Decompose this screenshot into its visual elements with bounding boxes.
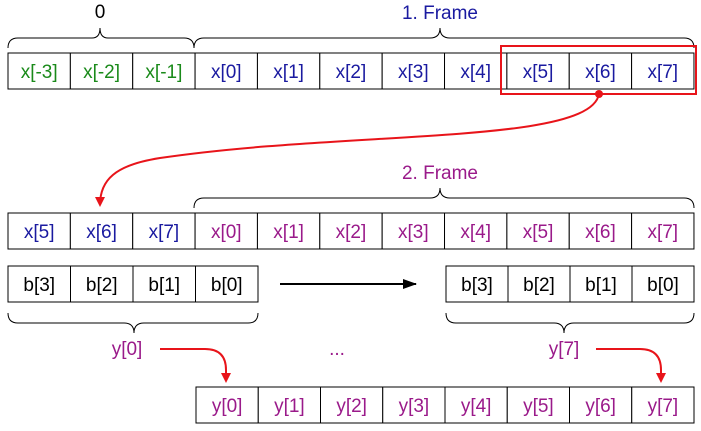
row2-cell-label: x[6] — [86, 222, 117, 243]
label-y7: y[7] — [549, 339, 580, 360]
input-row-frame2: x[5] x[6] x[7] x[0] x[1] x[2] x[3] x[4] x[5] x[6]… — [7, 212, 695, 250]
input-row-frame1: x[-3] x[-2] x[-1] x[0] x[1] x[2] x[3] x[4] x[5] x… — [7, 52, 695, 90]
coef_right-cell-label: b[1] — [585, 275, 617, 296]
row1-cell-box — [132, 52, 196, 90]
row2-cell-label: x[5] — [24, 222, 55, 243]
overlap-copy-arrow — [95, 93, 600, 207]
row2-cell-label: x[2] — [336, 222, 367, 243]
row2-cell-box — [631, 212, 695, 250]
row1-cell-box — [69, 52, 134, 90]
row2-cell-box — [7, 212, 71, 250]
output-cell-label: y[3] — [399, 396, 430, 417]
output-cell-box — [382, 386, 446, 424]
row1-cell-box — [568, 52, 633, 90]
output-cell-label: y[7] — [648, 396, 679, 417]
row2-cell-label: x[7] — [149, 222, 180, 243]
row1-cell-label: x[-1] — [145, 62, 182, 83]
coef_left-cell-box — [132, 265, 196, 303]
output-arrow-y0 — [160, 348, 231, 383]
brace-frame1-top — [193, 27, 695, 49]
coef_left-cell-label: b[2] — [86, 275, 118, 296]
coef_right-cell-box — [507, 265, 571, 303]
coef_left-cell-box — [195, 265, 259, 303]
output-row: y[0] y[1] y[2] y[3] y[4] y[5] y[6] y[7] — [195, 386, 695, 424]
coefficient-row-left: b[3] b[2] b[1] b[0] — [7, 265, 259, 303]
output-cell-box — [444, 386, 508, 424]
coef_right-cell-box — [631, 265, 695, 303]
output-cell-label: y[1] — [274, 396, 305, 417]
row1-cell-box — [506, 52, 570, 90]
row2-cell-box — [568, 212, 633, 250]
output-cell-label: y[6] — [585, 396, 616, 417]
row2-cell-box — [69, 212, 134, 250]
row2-cell-label: x[0] — [211, 222, 242, 243]
row1-cell-label: x[7] — [647, 62, 678, 83]
label-ellipsis: ... — [329, 339, 345, 360]
brace-left-bottom — [7, 312, 259, 334]
label-frame1: 1. Frame — [402, 3, 478, 24]
brace-frame2-top — [193, 187, 695, 209]
coef_left-cell-label: b[3] — [23, 275, 55, 296]
output-cell-box — [631, 386, 695, 424]
row1-cell-label: x[3] — [398, 62, 429, 83]
coef_left-cell-label: b[0] — [211, 275, 243, 296]
label-frame2: 2. Frame — [402, 163, 478, 184]
coef_right-cell-label: b[2] — [523, 275, 555, 296]
row2-cell-label: x[5] — [523, 222, 554, 243]
coef_right-cell-box — [445, 265, 509, 303]
output-cell-label: y[5] — [523, 396, 554, 417]
row1-cell-label: x[1] — [273, 62, 304, 83]
row1-cell-label: x[4] — [460, 62, 491, 83]
row1-cell-label: x[5] — [523, 62, 554, 83]
row2-cell-box — [506, 212, 570, 250]
row1-cell-box — [319, 52, 383, 90]
row2-cell-box — [132, 212, 196, 250]
coef_right-cell-box — [569, 265, 633, 303]
row1-cell-label: x[-2] — [83, 62, 120, 83]
row2-cell-box — [444, 212, 508, 250]
row1-cell-box — [631, 52, 695, 90]
output-cell-box — [506, 386, 570, 424]
output-arrow-y7 — [596, 348, 666, 383]
coefficient-row-right: b[3] b[2] b[1] b[0] — [445, 265, 695, 303]
row1-cell-label: x[2] — [336, 62, 367, 83]
output-cell-box — [257, 386, 321, 424]
output-cell-label: y[2] — [336, 396, 367, 417]
row2-cell-label: x[4] — [460, 222, 491, 243]
coef_right-cell-label: b[3] — [461, 275, 493, 296]
row2-cell-label: x[6] — [585, 222, 616, 243]
coef_right-cell-label: b[0] — [647, 275, 679, 296]
row1-cell-label: x[0] — [211, 62, 242, 83]
brace-history-top — [7, 27, 195, 49]
row2-cell-label: x[1] — [273, 222, 304, 243]
label-y0: y[0] — [112, 339, 143, 360]
coef_left-cell-label: b[1] — [148, 275, 180, 296]
label-zero: 0 — [95, 2, 106, 23]
row1-cell-label: x[6] — [585, 62, 616, 83]
output-cell-label: y[4] — [461, 396, 492, 417]
row2-cell-box — [381, 212, 446, 250]
row2-cell-label: x[7] — [647, 222, 678, 243]
brace-right-bottom — [445, 312, 695, 334]
coef_left-cell-box — [70, 265, 134, 303]
row1-cell-label: x[-3] — [21, 62, 58, 83]
output-cell-label: y[0] — [212, 396, 243, 417]
row2-cell-label: x[3] — [398, 222, 429, 243]
